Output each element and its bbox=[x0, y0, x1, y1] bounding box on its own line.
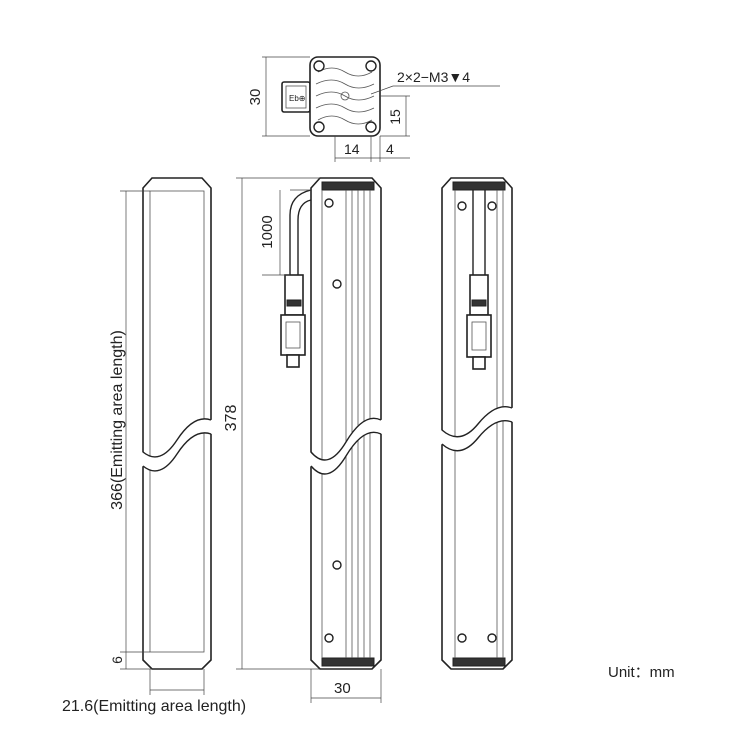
top-view: Eb⊕ 30 2×2−M3▼4 15 14 4 bbox=[247, 56, 500, 162]
dim-emit-length: 366(Emitting area length) bbox=[109, 330, 126, 510]
dim-hole-spec: 2×2−M3▼4 bbox=[397, 69, 470, 85]
unit-label: Unit：mm bbox=[608, 664, 675, 681]
connector-mark: Eb⊕ bbox=[289, 94, 306, 103]
side-view: 1000 378 30 bbox=[223, 177, 382, 703]
back-view bbox=[441, 177, 513, 670]
dim-6: 6 bbox=[109, 656, 125, 664]
front-view: 366(Emitting area length) 6 21.6(Emittin… bbox=[62, 177, 246, 715]
dim-cable: 1000 bbox=[259, 215, 276, 248]
dim-15: 15 bbox=[387, 109, 403, 125]
dim-width-side: 30 bbox=[334, 680, 351, 697]
dim-14: 14 bbox=[344, 141, 360, 157]
dim-total: 378 bbox=[223, 405, 240, 432]
dim-emit-width: 21.6(Emitting area length) bbox=[62, 698, 246, 715]
dim-height-top: 30 bbox=[247, 89, 264, 106]
dim-4: 4 bbox=[386, 141, 394, 157]
